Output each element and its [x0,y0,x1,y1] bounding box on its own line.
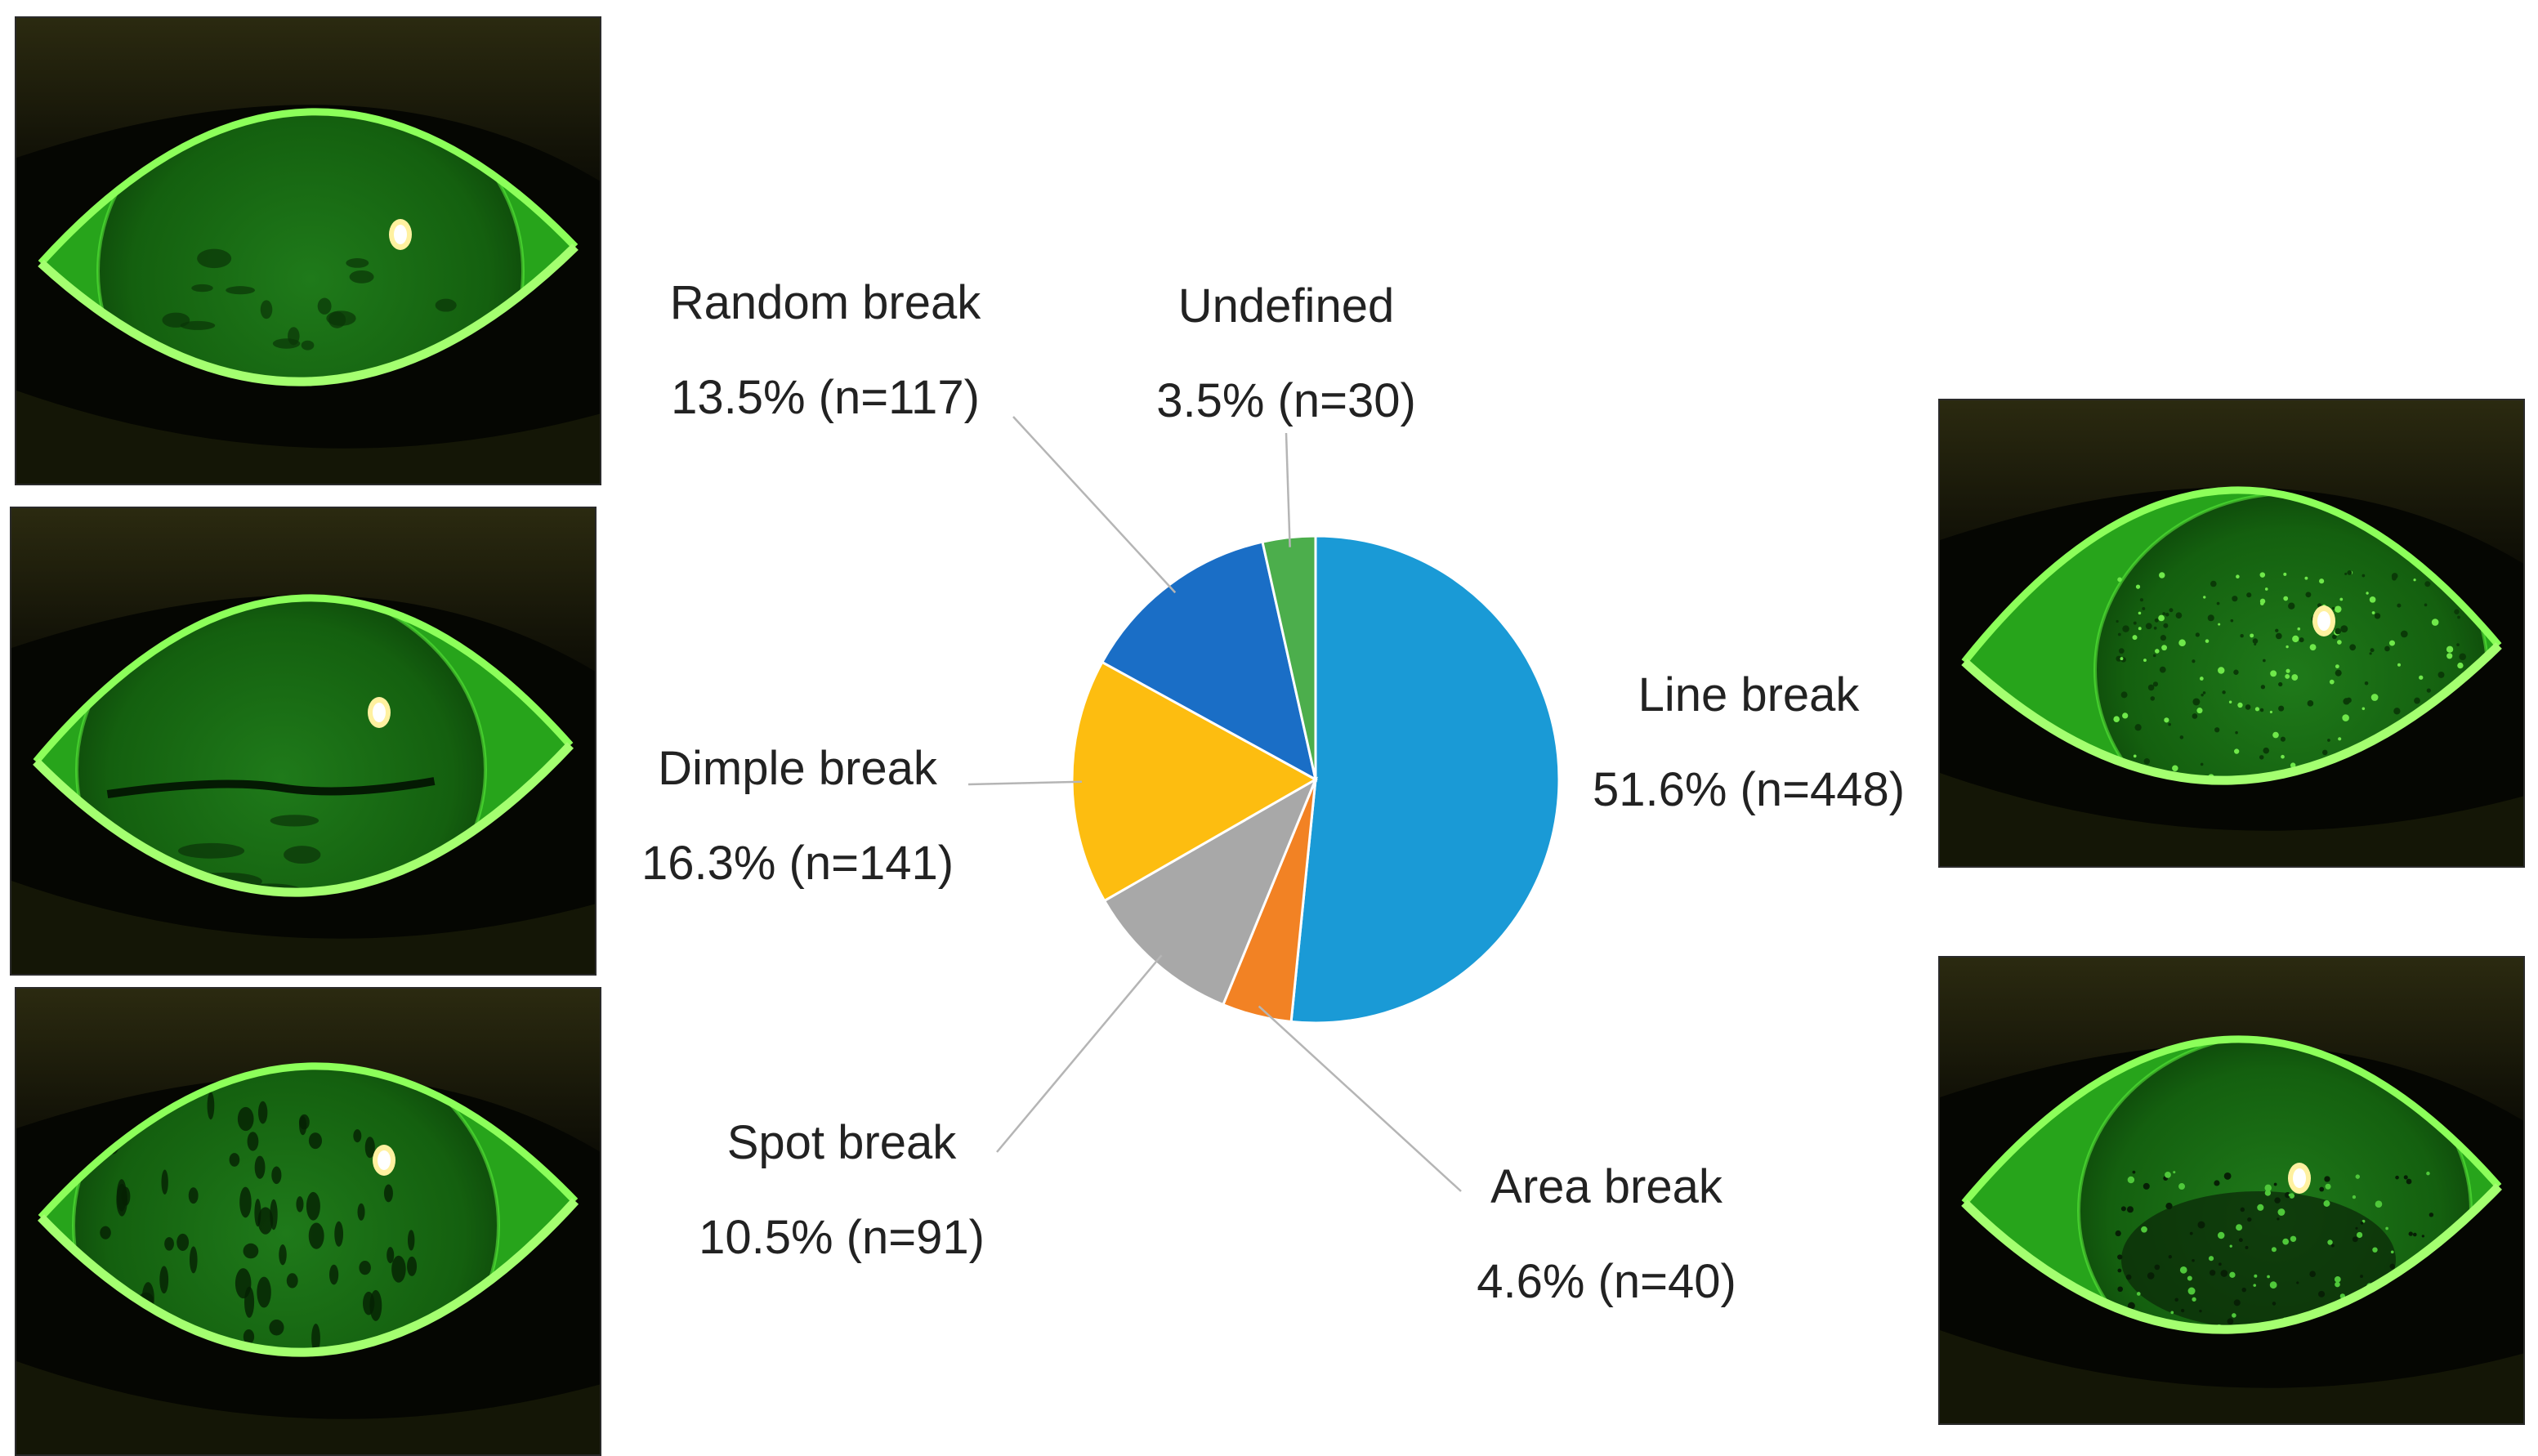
eye-illustration [16,18,600,484]
label-name: Spot break [727,1116,958,1169]
leader-line-dimple-break [967,780,1082,786]
label-value: 13.5% (n=117) [671,371,980,424]
label-spot-break: Spot break 10.5% (n=91) [699,1116,985,1264]
leader-line-random-break [1012,416,1177,594]
eye-photo-area-break [1938,956,2525,1425]
label-name: Random break [670,276,981,329]
label-undefined: Undefined 3.5% (n=30) [1156,279,1416,427]
leader-line-undefined [1285,432,1291,547]
label-area-break: Area break 4.6% (n=40) [1477,1160,1736,1308]
eye-photo-random-break [15,16,601,485]
label-line-break: Line break 51.6% (n=448) [1593,668,1905,816]
label-value: 4.6% (n=40) [1477,1255,1736,1308]
eye-photo-line-break [1938,399,2525,868]
label-value: 3.5% (n=30) [1156,374,1416,427]
leader-line-spot-break [996,954,1163,1153]
leader-line-area-break [1258,1005,1462,1192]
pie-slice-line-break [1289,534,1561,1025]
label-value: 16.3% (n=141) [641,837,954,890]
label-value: 10.5% (n=91) [699,1211,985,1264]
leader-lines [967,416,1462,1192]
pie-chart: Random break 13.5% (n=117) Undefined 3.5… [641,276,1905,1308]
eye-illustration [16,989,600,1454]
label-name: Area break [1490,1160,1723,1213]
label-value: 51.6% (n=448) [1593,763,1905,816]
eye-photo-spot-break [15,987,601,1456]
label-name: Dimple break [658,742,938,795]
eye-illustration [1940,958,2523,1423]
label-dimple-break: Dimple break 16.3% (n=141) [641,742,954,890]
label-random-break: Random break 13.5% (n=117) [670,276,981,424]
eye-illustration [1940,400,2523,866]
label-name: Undefined [1178,279,1394,333]
pie-slices [1070,534,1561,1025]
label-name: Line break [1638,668,1861,721]
eye-photo-dimple-break [10,507,597,976]
eye-illustration [11,508,595,974]
